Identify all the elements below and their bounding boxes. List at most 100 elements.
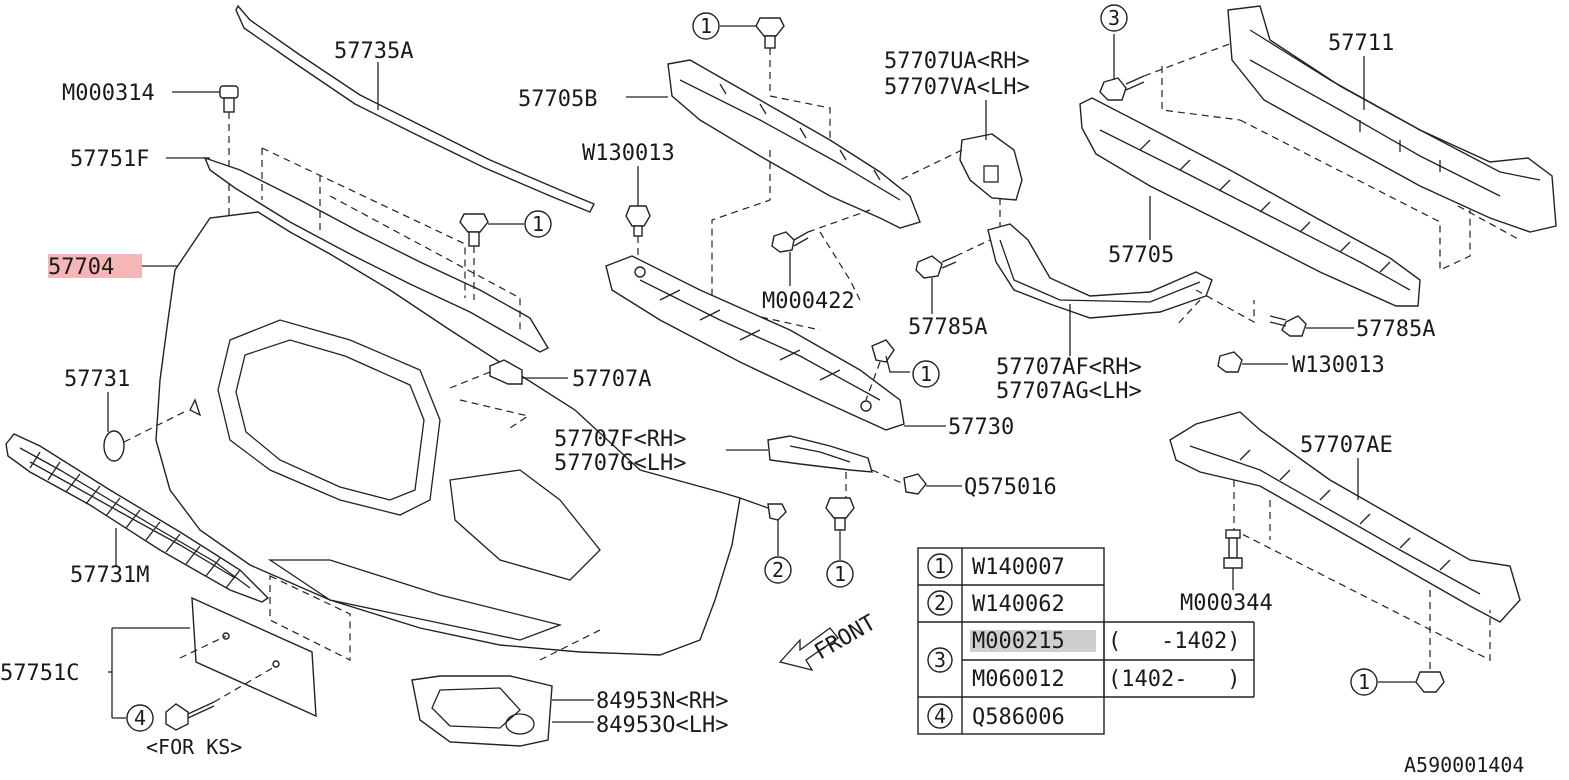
svg-text:3: 3: [1108, 6, 1120, 30]
part-57707UA-VA-bracket[interactable]: [959, 133, 1023, 201]
label-57751F: 57751F: [70, 147, 149, 172]
callout-1-right: 1: [1350, 668, 1378, 696]
label-57785A-right: 57785A: [1356, 317, 1435, 342]
dash-57707AF: [1175, 289, 1255, 327]
part-57785A-bolt-right[interactable]: [1269, 315, 1307, 337]
label-57707AF: 57707AF<RH>: [996, 355, 1142, 380]
label-Q575016: Q575016: [964, 475, 1057, 500]
label-57707UA: 57707UA<RH>: [884, 49, 1030, 74]
legend-part-M000215: M000215: [972, 629, 1065, 654]
callout-1-low: 1: [826, 560, 854, 588]
svg-text:1: 1: [834, 562, 846, 586]
dash-57751C: [179, 575, 351, 661]
label-57707AG: 57707AG<LH>: [996, 379, 1142, 404]
part-bolt-Q586006[interactable]: [165, 701, 215, 731]
part-57705B-beam[interactable]: [667, 59, 921, 229]
part-clip-W140007-e[interactable]: [1415, 671, 1445, 693]
legend-part-W140062: W140062: [972, 592, 1065, 617]
part-M000344-bolt[interactable]: [1223, 529, 1243, 569]
legend-range-M000215: ( -1402): [1108, 629, 1240, 654]
part-M000422-bolt[interactable]: [771, 231, 809, 253]
label-M000314: M000314: [62, 81, 155, 106]
label-57707AE: 57707AE: [1300, 433, 1393, 458]
part-57704-bumper-face[interactable]: [155, 211, 741, 656]
part-clip-W140007-c[interactable]: [871, 339, 895, 363]
part-57707F-G-bracket[interactable]: [767, 435, 873, 473]
part-57731M-grille[interactable]: [5, 433, 270, 603]
legend-highlight-M000215: [970, 630, 1096, 652]
part-W130013-right[interactable]: [1217, 351, 1243, 373]
label-front: FRONT: [811, 610, 881, 665]
legend-part-W140007: W140007: [972, 555, 1065, 580]
label-57705: 57705: [1108, 243, 1174, 268]
dash-clip-c: [865, 361, 881, 401]
dash-clip-b: [769, 48, 831, 156]
part-clip-W140062[interactable]: [767, 503, 787, 521]
callout-4: 4: [126, 704, 154, 732]
leader-c1-c: [885, 355, 910, 373]
label-57785A-mid: 57785A: [908, 315, 987, 340]
legend-num-1: 1: [934, 554, 946, 578]
part-57730-absorber[interactable]: [605, 255, 905, 431]
part-84953-fog-cover[interactable]: [411, 675, 553, 747]
legend-part-Q586006: Q586006: [972, 705, 1065, 730]
part-57707AF-AG-stay[interactable]: [987, 223, 1213, 319]
dash-57707A: [449, 371, 530, 429]
dash-57705B: [711, 150, 861, 330]
legend-num-4: 4: [934, 704, 946, 728]
legend-num-3: 3: [934, 648, 946, 672]
leader-bumper-clip: [739, 497, 769, 509]
part-M000314-clip[interactable]: [219, 85, 239, 113]
label-57735A: 57735A: [334, 39, 413, 64]
label-57707G: 57707G<LH>: [554, 451, 686, 476]
dash-M000422: [807, 209, 871, 233]
callout-2: 2: [764, 556, 792, 584]
highlight-57704: [48, 254, 142, 278]
part-57705-absorber[interactable]: [1079, 97, 1421, 307]
svg-text:2: 2: [772, 558, 784, 582]
part-Q575016-bolt[interactable]: [903, 473, 927, 495]
part-bolt-M000215[interactable]: [1099, 75, 1145, 101]
label-57707F: 57707F<RH>: [554, 427, 686, 452]
label-57730: 57730: [948, 415, 1014, 440]
callout-3: 3: [1100, 4, 1128, 32]
label-84953O: 84953O<LH>: [596, 713, 728, 738]
svg-text:1: 1: [1358, 670, 1370, 694]
svg-text:1: 1: [920, 362, 932, 386]
dash-57707UA: [899, 149, 1001, 226]
callout-1-mid: 1: [912, 360, 940, 388]
label-57731: 57731: [64, 367, 130, 392]
part-W130013-top[interactable]: [625, 205, 651, 237]
label-57731M: 57731M: [70, 563, 149, 588]
label-57711: 57711: [1328, 31, 1394, 56]
part-57785A-bolt-mid[interactable]: [915, 255, 957, 279]
callout-1-top: 1: [692, 12, 720, 40]
label-57705B: 57705B: [518, 87, 597, 112]
part-57707AE-beam[interactable]: [1169, 411, 1521, 623]
legend-range-M060012: (1402- ): [1108, 667, 1240, 692]
part-57735A-strip[interactable]: [235, 4, 595, 213]
legend-num-2: 2: [934, 591, 946, 615]
part-57711-beam[interactable]: [1227, 5, 1557, 233]
dash-57785A-mid: [955, 239, 991, 257]
label-57707VA: 57707VA<LH>: [884, 75, 1030, 100]
part-57731-plug[interactable]: [103, 430, 125, 462]
part-clip-W140007-b[interactable]: [755, 17, 785, 49]
label-57751C: 57751C: [0, 661, 79, 686]
dash-bolt-3: [1143, 39, 1241, 121]
svg-text:1: 1: [532, 212, 544, 236]
dash-57707F: [845, 469, 905, 500]
part-57751F-strip[interactable]: [203, 156, 549, 353]
part-57707A-bracket[interactable]: [489, 359, 523, 385]
label-57704[interactable]: 57704: [48, 255, 114, 280]
part-57751C-plate-bracket[interactable]: [191, 596, 317, 718]
part-clip-W140007-d[interactable]: [825, 497, 855, 531]
legend-part-M060012: M060012: [972, 667, 1065, 692]
part-clip-W140007-a[interactable]: [459, 213, 489, 247]
label-M000422: M000422: [762, 289, 855, 314]
svg-text:1: 1: [700, 14, 712, 38]
label-57707A: 57707A: [572, 367, 651, 392]
dash-57707AE: [1233, 480, 1491, 670]
